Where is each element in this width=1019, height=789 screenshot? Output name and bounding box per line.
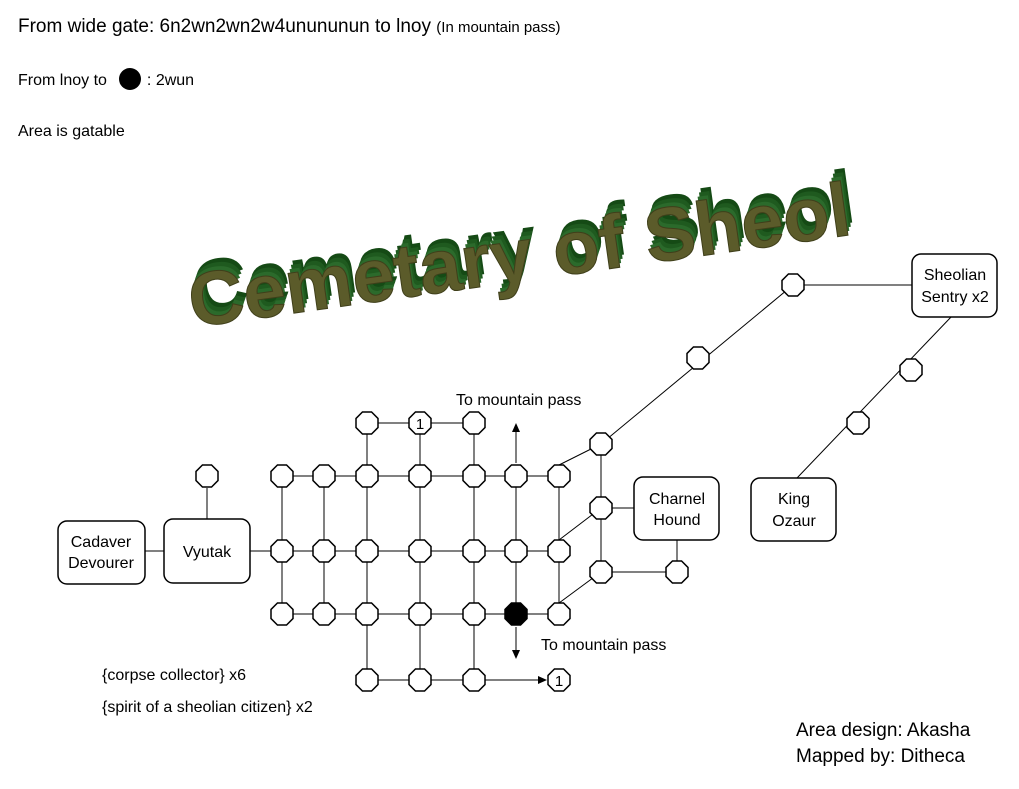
room-node — [408, 539, 432, 563]
room-node — [355, 464, 379, 488]
room-cadaver-devourer: Cadaver Devourer — [57, 520, 146, 585]
room-node — [355, 539, 379, 563]
sentry-label-2: Sentry x2 — [921, 289, 989, 306]
gatable-note: Area is gatable — [18, 123, 125, 140]
mob-list-item: {corpse collector} x6 — [102, 667, 247, 684]
room-node — [686, 346, 710, 370]
room-node — [312, 602, 336, 626]
charnel-label-2: Hound — [653, 512, 700, 529]
room-node — [462, 464, 486, 488]
link-marker-top: 1 — [416, 416, 424, 433]
room-node — [355, 411, 379, 435]
room-node — [270, 602, 294, 626]
start-room-dot-icon — [118, 68, 141, 90]
room-king-ozaur: King Ozaur — [750, 477, 837, 542]
area-designer: Area design: Akasha — [796, 720, 971, 741]
area-title-logo: Cemetary of Sheol Cemetary of Sheol Ceme… — [182, 154, 859, 344]
route-note: (In mountain pass) — [436, 19, 561, 36]
room-charnel-hound: Charnel Hound — [633, 476, 720, 541]
king-label-2: Ozaur — [772, 513, 816, 530]
room-node — [408, 411, 432, 435]
cadaver-label-1: Cadaver — [71, 534, 132, 551]
room-node — [589, 560, 613, 584]
room-node — [589, 496, 613, 520]
link-marker-bottom: 1 — [555, 673, 563, 690]
room-node — [195, 464, 219, 488]
room-node — [665, 560, 689, 584]
mob-list-item: {spirit of a sheolian citizen} x2 — [102, 699, 313, 716]
room-node — [547, 668, 571, 692]
room-node — [355, 668, 379, 692]
room-node — [462, 411, 486, 435]
lnoy-directions: From lnoy to : 2wun — [18, 68, 195, 92]
room-node — [589, 432, 613, 456]
room-node — [270, 539, 294, 563]
room-node — [504, 539, 528, 563]
room-node — [408, 464, 432, 488]
map-arrows — [474, 423, 547, 684]
room-node — [547, 539, 571, 563]
room-node — [547, 464, 571, 488]
room-node — [355, 602, 379, 626]
sentry-label-1: Sheolian — [924, 267, 986, 284]
king-label-1: King — [778, 491, 810, 508]
room-node — [462, 539, 486, 563]
lnoy-suffix: : 2wun — [146, 72, 195, 90]
charnel-label-1: Charnel — [649, 491, 705, 508]
map-author: Mapped by: Ditheca — [796, 746, 965, 767]
room-node — [270, 464, 294, 488]
room-sheolian-sentry: Sheolian Sentry x2 — [911, 253, 998, 318]
room-nodes — [195, 273, 923, 692]
room-node — [462, 602, 486, 626]
route-directions: From wide gate: 6n2wn2wn2w4unununun to l… — [18, 16, 561, 38]
room-node — [462, 668, 486, 692]
room-node — [504, 464, 528, 488]
route-text: From wide gate: 6n2wn2wn2w4unununun to l… — [18, 16, 431, 37]
room-node — [899, 358, 923, 382]
room-node — [408, 602, 432, 626]
room-node — [312, 464, 336, 488]
room-node — [547, 602, 571, 626]
room-node — [846, 411, 870, 435]
lnoy-prefix: From lnoy to — [18, 72, 107, 90]
exit-label-south: To mountain pass — [541, 637, 666, 654]
vyutak-label: Vyutak — [183, 544, 232, 561]
cadaver-label-2: Devourer — [68, 555, 134, 572]
room-node — [312, 539, 336, 563]
start-room-node — [504, 602, 528, 626]
room-node — [781, 273, 805, 297]
exit-label-north: To mountain pass — [456, 392, 581, 409]
room-node — [408, 668, 432, 692]
area-title: Cemetary of Sheol — [183, 167, 856, 344]
room-vyutak: Vyutak — [163, 518, 251, 584]
